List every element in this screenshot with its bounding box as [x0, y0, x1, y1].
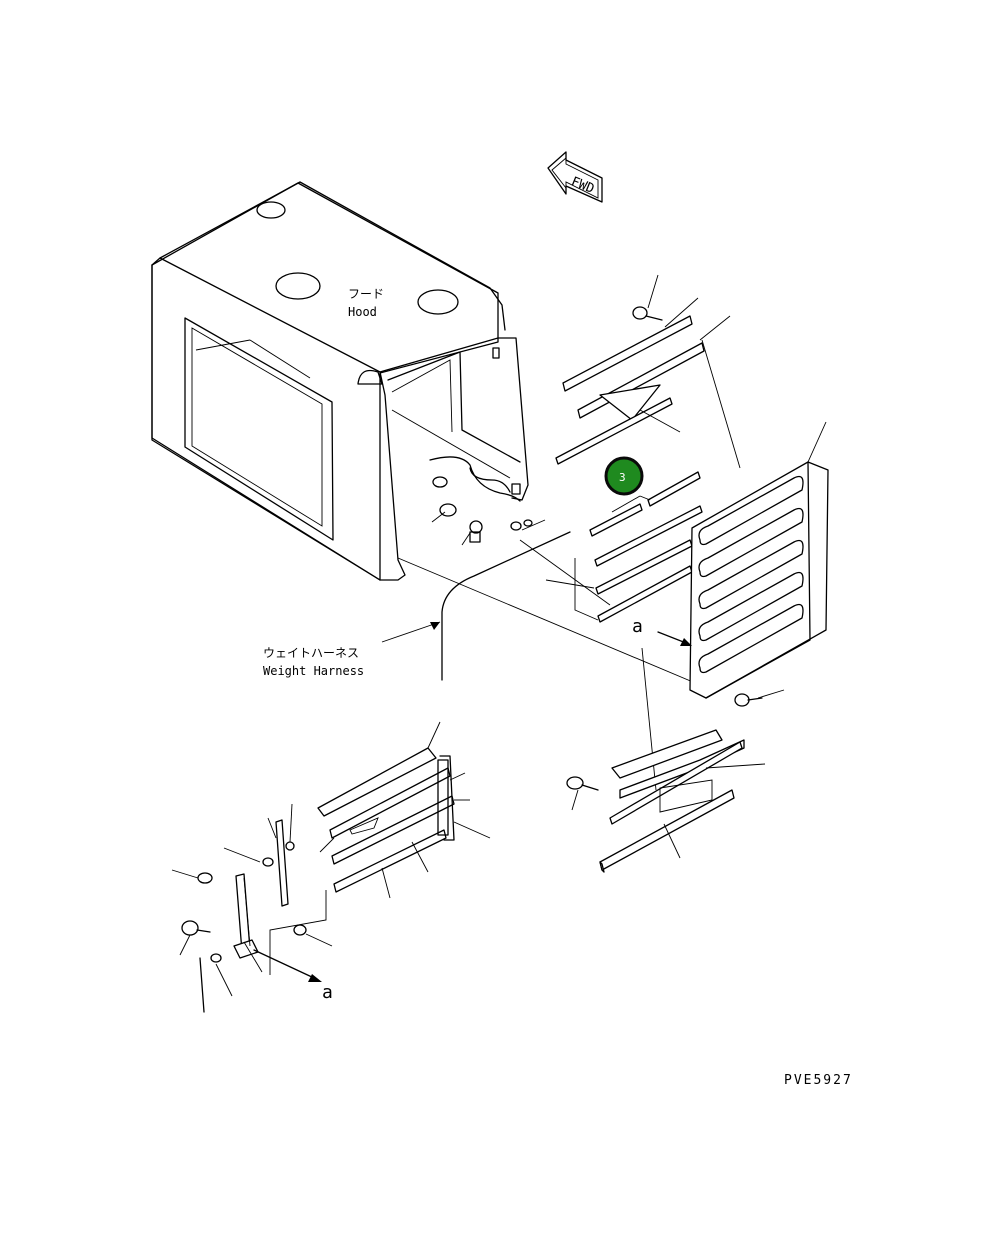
hood-label-en: Hood	[348, 305, 377, 319]
lower-right-brackets	[566, 729, 766, 873]
harness-label-jp: ウェイトハーネス	[263, 646, 359, 660]
hood-label-jp: フード	[348, 287, 384, 301]
upper-brackets	[545, 274, 731, 623]
fwd-arrow-icon: FWD	[547, 151, 603, 203]
louver-panel: a	[632, 421, 829, 707]
view-ref-top: a	[632, 616, 643, 637]
harness-label-en: Weight Harness	[263, 664, 364, 678]
callout-3-number[interactable]: 3	[619, 471, 626, 484]
callout-3-circle[interactable]	[604, 456, 644, 496]
drawing-number: PVE5927	[784, 1073, 853, 1088]
callout-3-bubble[interactable]: 3	[604, 456, 644, 496]
lower-left-frame: a	[171, 721, 491, 1013]
assembly-lines	[397, 339, 741, 791]
weight-harness: ウェイトハーネス Weight Harness	[263, 531, 571, 681]
view-ref-bottom: a	[322, 982, 333, 1003]
hood-part: フード Hood	[151, 181, 529, 581]
harness-parts	[429, 456, 546, 546]
